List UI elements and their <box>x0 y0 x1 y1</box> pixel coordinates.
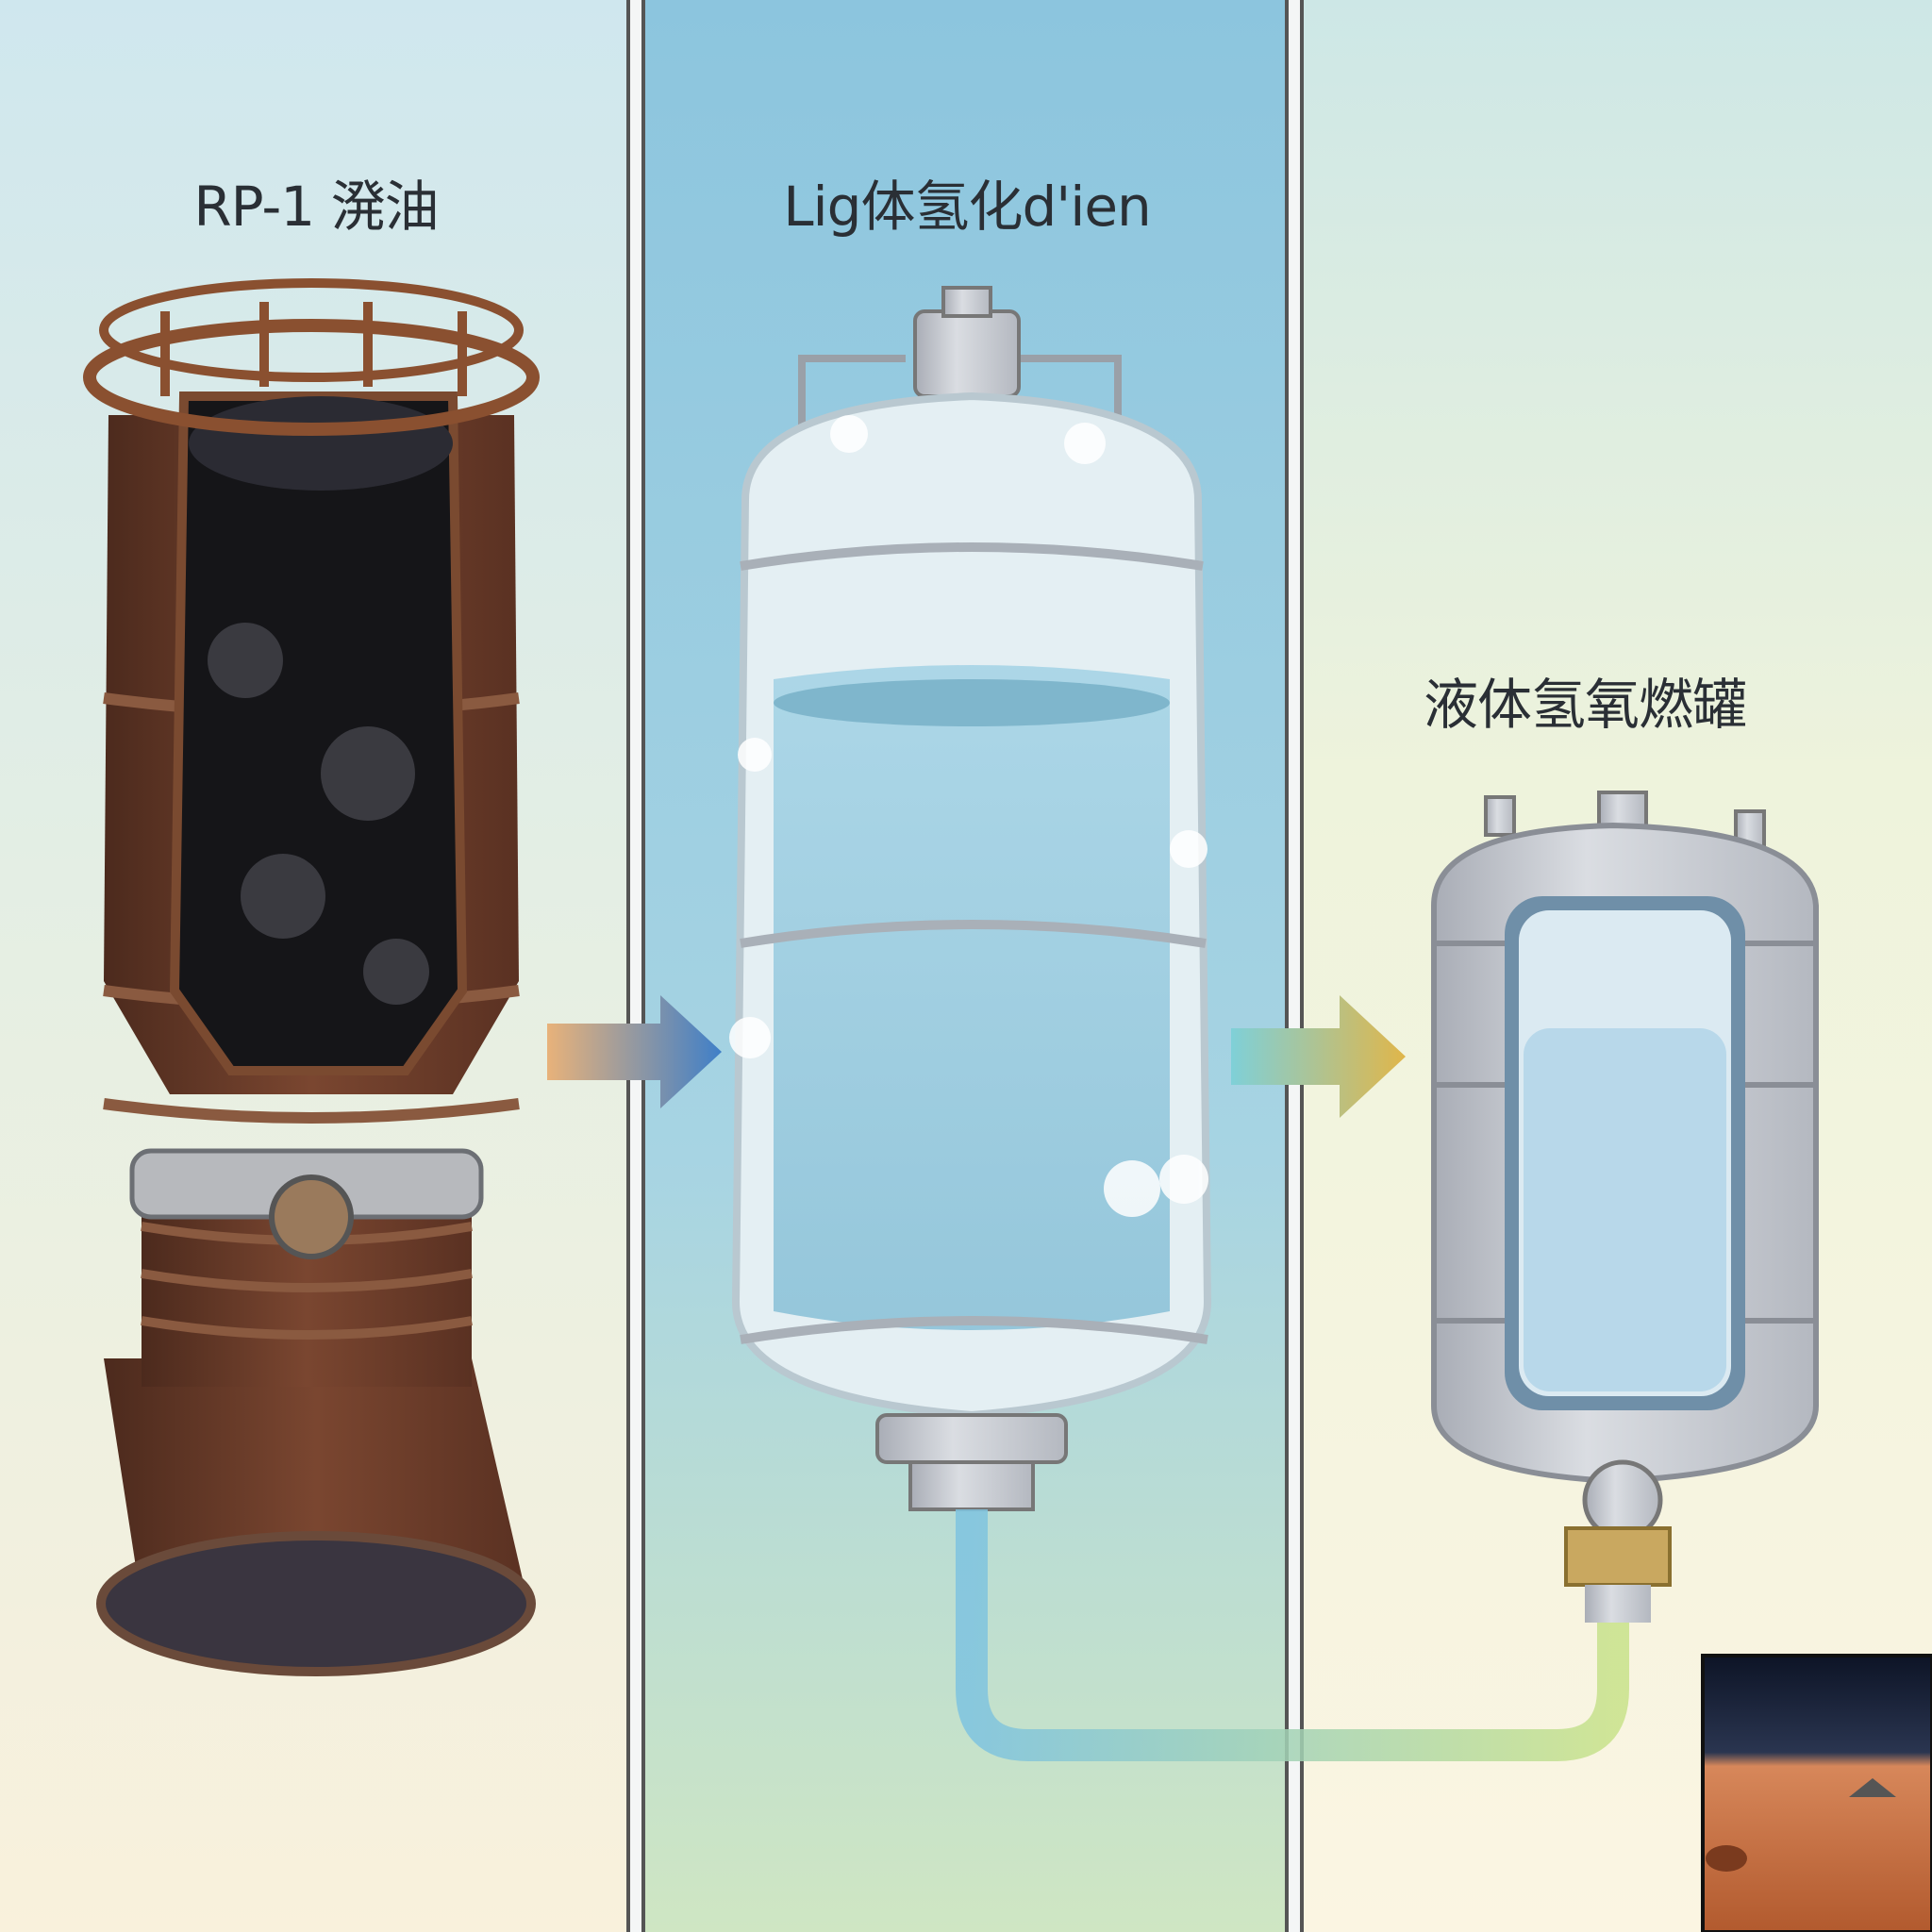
connecting-pipe <box>956 1509 1629 1761</box>
arrow-right-icon <box>1231 995 1406 1118</box>
panel-label-lh2: 液体氢氧燃罐 <box>1423 673 1747 737</box>
panel-label-rp1: RP-1 溌油 <box>193 175 439 239</box>
panel-divider <box>626 0 645 1932</box>
liquid-hydrogen-oxygen-tank <box>1431 791 1819 1623</box>
frosted-cryogenic-tank <box>729 286 1212 1511</box>
arrow-right-icon <box>547 995 722 1108</box>
mars-inset-image <box>1701 1654 1932 1932</box>
panel-label-cryo: Lig体氢化d'ien <box>783 175 1152 239</box>
panel-divider <box>1285 0 1304 1932</box>
rp1-tank <box>83 278 540 1676</box>
